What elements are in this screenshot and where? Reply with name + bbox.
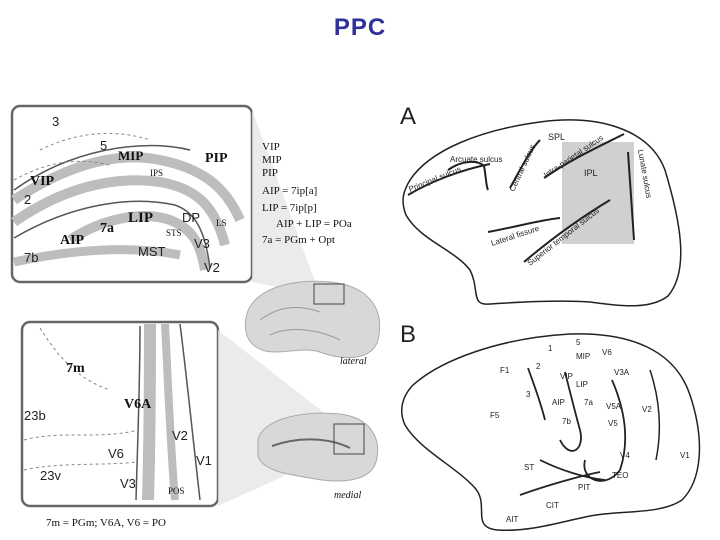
area-label: Principal sulcus xyxy=(407,165,462,194)
lateral-brain-thumbnail: lateral xyxy=(244,280,381,367)
area-label: Arcuate sulcus xyxy=(450,155,502,164)
medial-brain-thumbnail: medial xyxy=(257,412,379,501)
area-label: 2 xyxy=(24,192,31,207)
area-label: 1 xyxy=(548,344,553,353)
area-label: 7b xyxy=(562,417,571,426)
legend-line: LIP = 7ip[p] xyxy=(262,202,317,214)
area-label: V2 xyxy=(172,428,188,443)
area-label: SPL xyxy=(548,132,565,142)
area-label: IPS xyxy=(150,168,163,178)
area-label: V2 xyxy=(642,405,652,414)
area-label: 23v xyxy=(40,468,61,483)
area-label: 7b xyxy=(24,250,38,265)
area-label: IPL xyxy=(584,168,598,178)
panel-a: A SPL Arcuate sulcus Central sulcus Intr… xyxy=(400,103,682,307)
upper-inset: 3 5 MIP PIP VIP IPS 2 LIP DP LS 7a STS A… xyxy=(10,104,254,284)
area-label: V1 xyxy=(196,453,212,468)
area-label: V3 xyxy=(120,476,136,491)
lower-inset: 7m V6A 23b V2 V6 V1 23v V3 POS xyxy=(20,320,220,508)
panel-letter-a: A xyxy=(400,103,416,130)
area-label: V6A xyxy=(124,397,152,412)
area-label: V2 xyxy=(204,260,220,275)
area-label: STS xyxy=(166,228,182,238)
area-label: V3A xyxy=(614,368,630,377)
area-label: F1 xyxy=(500,366,510,375)
legend-line: PIP xyxy=(262,167,278,179)
area-label: V3 xyxy=(194,236,210,251)
zoom-connector xyxy=(252,110,342,300)
area-label: 23b xyxy=(24,408,46,423)
area-label: CIT xyxy=(546,501,559,510)
area-label: 7m xyxy=(66,361,85,376)
legend-line: VIP xyxy=(262,141,280,153)
area-label: 2 xyxy=(536,362,541,371)
area-label: 5 xyxy=(576,338,581,347)
area-label: V1 xyxy=(680,451,690,460)
area-label: Lunate sulcus xyxy=(636,149,653,199)
area-label: 3 xyxy=(526,390,531,399)
area-label: AIP xyxy=(552,398,565,407)
area-label: LIP xyxy=(576,380,588,389)
area-label: MIP xyxy=(576,352,590,361)
panel-letter-b: B xyxy=(400,321,416,348)
area-label: VIP xyxy=(560,372,573,381)
area-label: F5 xyxy=(490,411,500,420)
lower-legend: 7m = PGm; V6A, V6 = PO xyxy=(46,517,166,529)
area-label: MST xyxy=(138,244,166,259)
lateral-label: lateral xyxy=(340,356,367,367)
legend-line: MIP xyxy=(262,154,282,166)
area-label: V6 xyxy=(108,446,124,461)
area-label: MIP xyxy=(118,148,143,163)
page-title: PPC xyxy=(333,14,387,41)
area-label: POS xyxy=(168,486,185,496)
area-label: V5 xyxy=(608,419,618,428)
area-label: Central sulcus xyxy=(508,143,538,193)
area-label: 5 xyxy=(100,138,107,153)
area-label: ST xyxy=(524,463,534,472)
legend-line: AIP = 7ip[a] xyxy=(262,185,317,197)
panel-b: B 5 V6 1 MIP 2 V3A F1 VIP LIP 3 AIP 7a V… xyxy=(400,321,701,532)
area-label: LIP xyxy=(128,210,153,226)
medial-label: medial xyxy=(334,490,361,501)
area-label: V6 xyxy=(602,348,612,357)
upper-legend: VIP MIP PIP AIP = 7ip[a] LIP = 7ip[p] AI… xyxy=(262,141,352,246)
area-label: 7a xyxy=(100,221,114,236)
area-label: 7a xyxy=(584,398,593,407)
area-label: VIP xyxy=(30,174,55,189)
area-label: PIT xyxy=(578,483,591,492)
area-label: TEO xyxy=(612,471,628,480)
legend-line: 7a = PGm + Opt xyxy=(262,234,335,246)
area-label: V5A xyxy=(606,402,622,411)
legend-line: AIP + LIP = POa xyxy=(276,218,352,230)
area-label: V4 xyxy=(620,451,630,460)
area-label: PIP xyxy=(205,151,228,166)
area-label: LS xyxy=(216,218,227,228)
area-label: DP xyxy=(182,210,200,225)
area-label: AIT xyxy=(506,515,519,524)
area-label: 3 xyxy=(52,114,59,129)
area-label: AIP xyxy=(60,233,85,248)
